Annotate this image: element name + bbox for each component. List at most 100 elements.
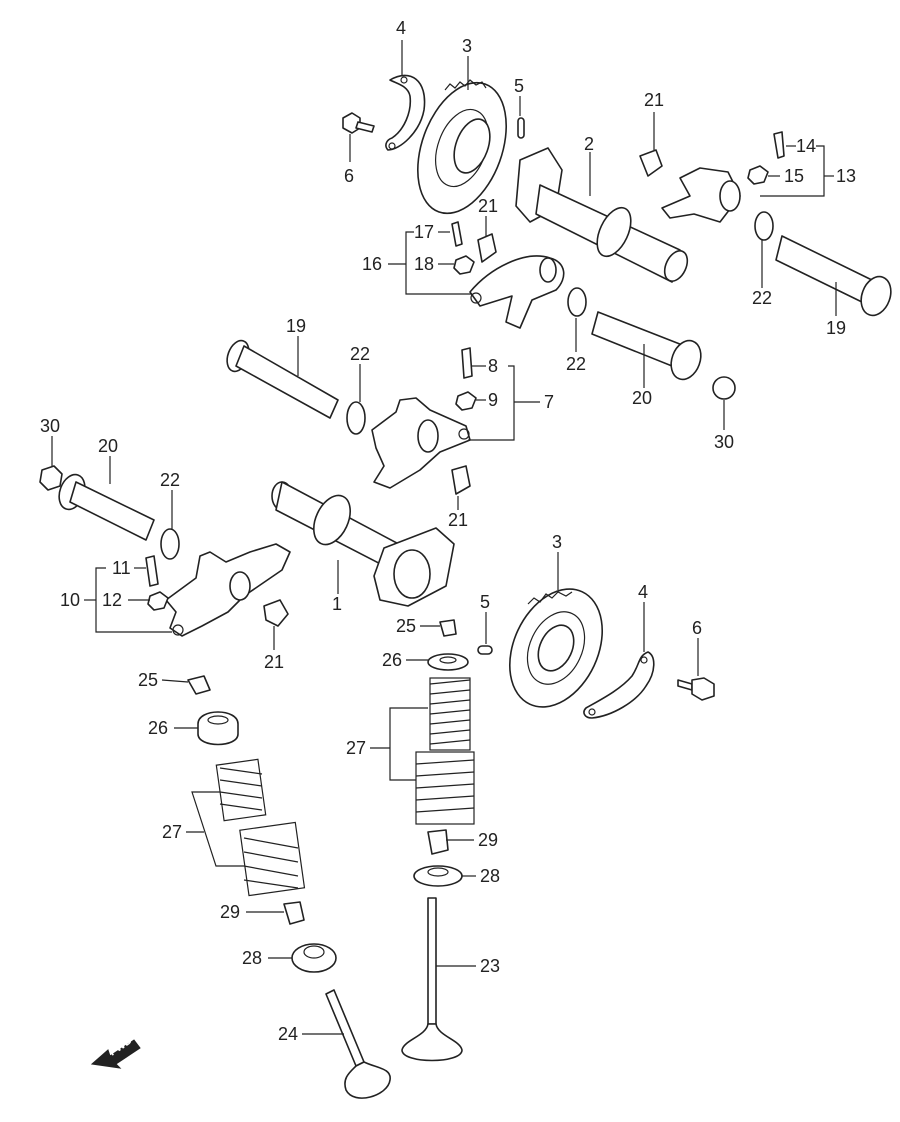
callout-29-a: 29 xyxy=(478,830,498,850)
callout-27-a: 27 xyxy=(346,738,366,758)
callout-10: 10 xyxy=(60,590,80,610)
callout-28-b: 28 xyxy=(242,948,262,968)
callout-20-a: 20 xyxy=(632,388,652,408)
callout-5-lower: 5 xyxy=(480,592,490,612)
lock-washer-21-b xyxy=(639,149,663,177)
callout-22-b: 22 xyxy=(566,354,586,374)
rocker-arm-upper-left xyxy=(469,255,565,329)
rocker-shaft-middle-19 xyxy=(226,339,339,419)
adjust-screw-8 xyxy=(461,347,473,379)
lock-washer-21-c xyxy=(451,465,471,495)
callout-22-d: 22 xyxy=(160,470,180,490)
callout-12: 12 xyxy=(102,590,122,610)
callout-4-lower: 4 xyxy=(638,582,648,602)
rocker-shaft-upper-20 xyxy=(591,311,702,381)
callout-27-b: 27 xyxy=(162,822,182,842)
valve-springs-27-left xyxy=(215,758,306,897)
callout-14: 14 xyxy=(796,136,816,156)
callout-22-a: 22 xyxy=(752,288,772,308)
leader-lines xyxy=(51,40,837,1035)
thrust-washer-22-b xyxy=(754,211,774,241)
callout-15: 15 xyxy=(784,166,804,186)
callout-3-lower: 3 xyxy=(552,532,562,552)
spring-seat-28-a xyxy=(413,865,463,887)
cap-30-right xyxy=(712,376,736,400)
callout-17: 17 xyxy=(414,222,434,242)
callout-26-b: 26 xyxy=(148,718,168,738)
callout-6-upper: 6 xyxy=(344,166,354,186)
rocker-arm-upper-right xyxy=(661,167,741,223)
callout-30-b: 30 xyxy=(40,416,60,436)
camshaft-upper xyxy=(515,147,689,283)
thrust-washer-22-c xyxy=(346,401,366,435)
thrust-washer-22-a xyxy=(567,287,587,317)
callout-20-b: 20 xyxy=(98,436,118,456)
callout-28-a: 28 xyxy=(480,866,500,886)
lock-washer-21-d xyxy=(263,599,289,627)
callout-25-a: 25 xyxy=(396,616,416,636)
callout-18: 18 xyxy=(414,254,434,274)
adjust-screw-17 xyxy=(451,221,463,247)
lock-nut-12 xyxy=(147,591,169,611)
valve-stem-seal-29-a xyxy=(427,829,449,855)
spring-retainer-26-a xyxy=(427,653,469,671)
callout-25-b: 25 xyxy=(138,670,158,690)
callout-1: 1 xyxy=(332,594,342,614)
callout-19-a: 19 xyxy=(826,318,846,338)
callout-22-c: 22 xyxy=(350,344,370,364)
adjust-screw-11 xyxy=(145,555,159,587)
lock-nut-15 xyxy=(747,165,769,185)
rocker-arm-left xyxy=(165,543,291,637)
adjust-screw-14 xyxy=(773,131,785,159)
callout-21-b: 21 xyxy=(478,196,498,216)
callout-29-b: 29 xyxy=(220,902,240,922)
valve-stem-seal-29-b xyxy=(283,901,305,925)
dowel-pin-lower xyxy=(477,645,493,655)
bolt-upper xyxy=(342,112,375,134)
callout-21-d: 21 xyxy=(264,652,284,672)
callout-16: 16 xyxy=(362,254,382,274)
valve-cotter-25-a xyxy=(439,619,457,637)
callout-4-upper: 4 xyxy=(396,18,406,38)
callout-21-a: 21 xyxy=(644,90,664,110)
callout-23: 23 xyxy=(480,956,500,976)
callout-30-a: 30 xyxy=(714,432,734,452)
lock-nut-18 xyxy=(453,255,475,275)
spring-seat-28-b xyxy=(291,943,337,973)
cam-sprocket-lower xyxy=(508,588,604,708)
callout-19-b: 19 xyxy=(286,316,306,336)
lock-nut-9 xyxy=(455,391,477,411)
callout-21-c: 21 xyxy=(448,510,468,530)
bolt-lower xyxy=(677,677,715,701)
callout-9: 9 xyxy=(488,390,498,410)
callout-3-upper: 3 xyxy=(462,36,472,56)
valve-springs-27-right xyxy=(415,677,475,825)
cam-sprocket-upper xyxy=(416,79,508,215)
rocker-shaft-upper-19 xyxy=(775,235,892,317)
dowel-pin-upper xyxy=(517,117,525,139)
callout-13: 13 xyxy=(836,166,856,186)
spring-retainer-26-b xyxy=(197,711,239,746)
valve-24 xyxy=(325,989,391,1099)
retainer-plate-lower xyxy=(583,651,655,719)
camshaft-lower xyxy=(271,481,455,607)
cap-30-left xyxy=(39,465,63,491)
callout-2: 2 xyxy=(584,134,594,154)
callout-numbers: 4 3 5 6 2 21 14 15 13 21 17 18 16 22 19 … xyxy=(40,18,856,1044)
rocker-arm-middle xyxy=(371,397,471,489)
valve-23 xyxy=(401,897,463,1062)
rocker-shaft-left-20 xyxy=(58,473,155,541)
callout-26-a: 26 xyxy=(382,650,402,670)
lock-washer-21-a xyxy=(477,233,497,263)
valve-cotter-25-b xyxy=(187,675,211,695)
callout-5-upper: 5 xyxy=(514,76,524,96)
retainer-plate-upper xyxy=(385,74,426,151)
callout-6-lower: 6 xyxy=(692,618,702,638)
callout-24: 24 xyxy=(278,1024,298,1044)
callout-11: 11 xyxy=(112,558,131,578)
thrust-washer-22-d xyxy=(160,528,180,560)
forward-direction-arrow: FWD xyxy=(90,1035,141,1069)
callout-7: 7 xyxy=(544,392,554,412)
callout-8: 8 xyxy=(488,356,498,376)
